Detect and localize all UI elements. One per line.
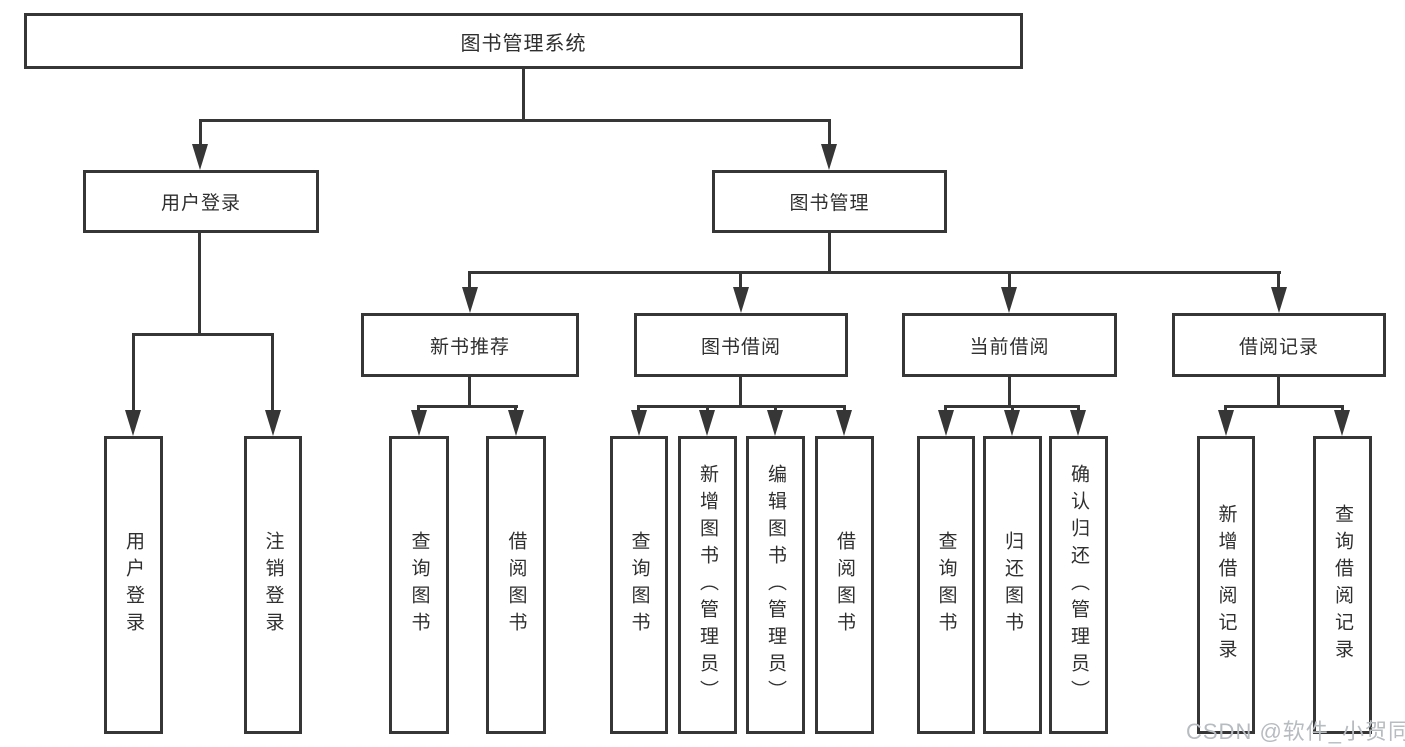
node-new-book-recommend-label: 新书推荐 [429,336,510,358]
node-user-login: 用户登录 [83,170,319,233]
connector-line [1224,405,1344,408]
leaf-query-borrow-record-label: 查询借阅记录 [1332,504,1353,666]
leaf-borrow-books: 借阅图书 [815,436,874,734]
connector-line [468,377,471,408]
connector-line [132,333,273,336]
connector-line [739,377,742,408]
connector-line [468,271,1281,274]
arrowhead-icon [733,287,749,313]
connector-line [1277,377,1280,408]
connector-line [1077,405,1080,413]
arrowhead-icon [1334,410,1350,436]
leaf-query-books-borrow-label: 查询图书 [628,531,650,639]
arrowhead-icon [699,410,715,436]
leaf-query-borrow-record: 查询借阅记录 [1313,436,1372,734]
node-book-borrow: 图书借阅 [634,313,848,377]
node-book-management: 图书管理 [712,170,947,233]
node-current-borrow-label: 当前借阅 [969,336,1050,358]
leaf-edit-book-admin: 编辑图书（管理员） [746,436,805,734]
connector-line [706,405,709,413]
leaf-confirm-return-admin: 确认归还（管理员） [1049,436,1108,734]
leaf-query-books-borrow: 查询图书 [610,436,668,734]
connector-line [739,271,742,289]
connector-line [1341,405,1344,413]
leaf-return-books-label: 归还图书 [1002,531,1023,639]
connector-line [1011,405,1014,413]
leaf-borrow-books-label: 借阅图书 [834,531,855,639]
connector-line [1008,271,1011,289]
arrowhead-icon [836,410,852,436]
leaf-add-borrow-record: 新增借阅记录 [1197,436,1255,734]
arrowhead-icon [192,144,208,170]
arrowhead-icon [1001,287,1017,313]
leaf-borrow-books-recommend: 借阅图书 [486,436,546,734]
leaf-query-books-current-label: 查询图书 [935,531,957,639]
connector-line [132,333,135,413]
connector-line [1277,271,1280,289]
node-user-login-label: 用户登录 [160,193,241,214]
leaf-add-borrow-record-label: 新增借阅记录 [1215,504,1237,666]
leaf-query-books-current: 查询图书 [917,436,975,734]
arrowhead-icon [508,410,524,436]
arrowhead-icon [125,410,141,436]
leaf-logout: 注销登录 [244,436,302,734]
leaf-add-book-admin: 新增图书（管理员） [678,436,737,734]
node-borrow-records-label: 借阅记录 [1238,336,1319,358]
connector-line [199,119,202,147]
node-book-management-label: 图书管理 [789,193,870,214]
arrowhead-icon [767,410,783,436]
connector-line [417,405,420,413]
arrowhead-icon [1070,410,1086,436]
watermark: CSDN @软件_小贺同学 [1186,719,1405,744]
leaf-confirm-return-admin-label: 确认归还（管理员） [1068,463,1089,707]
arrowhead-icon [1004,410,1020,436]
leaf-logout-label: 注销登录 [262,531,284,639]
arrowhead-icon [631,410,647,436]
connector-line [1008,377,1011,408]
node-root: 图书管理系统 [24,13,1023,69]
leaf-query-books-recommend: 查询图书 [389,436,449,734]
node-current-borrow: 当前借阅 [902,313,1117,377]
connector-line [774,405,777,413]
arrowhead-icon [821,144,837,170]
arrowhead-icon [265,410,281,436]
node-borrow-records: 借阅记录 [1172,313,1386,377]
leaf-edit-book-admin-label: 编辑图书（管理员） [765,463,786,707]
connector-line [828,119,831,147]
connector-line [468,271,471,289]
arrowhead-icon [462,287,478,313]
connector-line [514,405,517,413]
leaf-query-books-recommend-label: 查询图书 [408,531,430,639]
arrowhead-icon [411,410,427,436]
node-new-book-recommend: 新书推荐 [361,313,579,377]
connector-line [944,405,947,413]
arrowhead-icon [1271,287,1287,313]
leaf-user-login: 用户登录 [104,436,163,734]
node-book-borrow-label: 图书借阅 [700,336,781,358]
connector-line [417,405,518,408]
connector-line [271,333,274,413]
connector-line [522,69,525,122]
arrowhead-icon [938,410,954,436]
leaf-add-book-admin-label: 新增图书（管理员） [697,463,718,707]
leaf-user-login-label: 用户登录 [123,531,144,639]
connector-line [1224,405,1227,413]
connector-line [637,405,846,408]
arrowhead-icon [1218,410,1234,436]
leaf-borrow-books-recommend-label: 借阅图书 [505,531,527,639]
connector-line [199,119,831,122]
connector-line [843,405,846,413]
connector-line [637,405,640,413]
connector-line [198,233,201,336]
connector-line [828,233,831,274]
node-root-label: 图书管理系统 [460,32,587,55]
leaf-return-books: 归还图书 [983,436,1042,734]
